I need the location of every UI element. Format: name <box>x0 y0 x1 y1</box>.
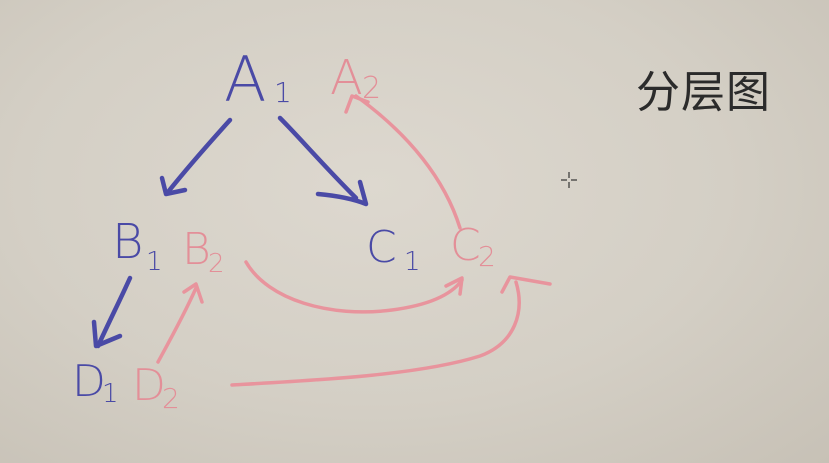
node-c2-subscript: 2 <box>478 240 496 273</box>
node-a1: A 1 <box>224 43 292 116</box>
node-a2-subscript: 2 <box>362 71 381 106</box>
edge-b2-c2 <box>244 260 464 314</box>
node-a1-subscript: 1 <box>274 76 292 109</box>
node-c2-letter: C <box>450 220 481 271</box>
crosshair-cursor-icon <box>561 172 577 188</box>
edge-d2-c2 <box>230 275 552 387</box>
edge-d2-b2 <box>156 282 204 364</box>
node-a2: A 2 <box>330 50 381 106</box>
node-c1-subscript: 1 <box>404 247 421 277</box>
node-a2-letter: A <box>330 50 363 106</box>
node-d2-letter: D <box>132 360 166 411</box>
edge-b1-d1 <box>91 275 133 349</box>
node-b1-letter: B <box>112 214 143 270</box>
node-a1-letter: A <box>224 43 266 116</box>
node-d2-subscript: 2 <box>162 382 180 415</box>
node-b2-letter: B <box>182 224 211 275</box>
node-b1-subscript: 1 <box>146 247 163 277</box>
node-d1: D 1 <box>72 356 119 409</box>
edge-a1-c1 <box>277 115 369 207</box>
edge-c2-a2 <box>344 94 462 230</box>
node-d1-letter: D <box>72 356 106 407</box>
node-b1: B 1 <box>112 214 163 277</box>
edge-a1-b1 <box>159 117 233 197</box>
node-b2-subscript: 2 <box>208 249 225 279</box>
node-c1-letter: C <box>366 222 397 273</box>
node-d2: D 2 <box>132 360 180 415</box>
node-d1-subscript: 1 <box>102 379 119 409</box>
node-b2: B 2 <box>182 224 225 279</box>
node-c2: C 2 <box>450 220 496 273</box>
page-title: 分层图 <box>636 67 771 118</box>
node-c1: C 1 <box>366 222 421 277</box>
